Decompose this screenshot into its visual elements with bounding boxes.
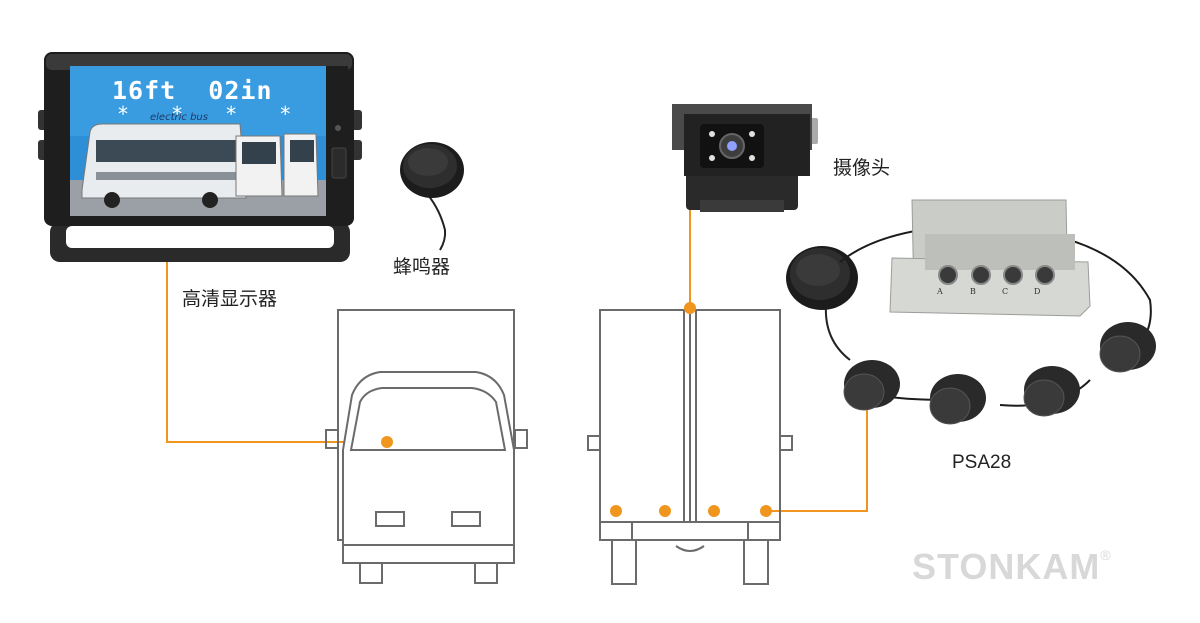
- parking-sensor: [929, 374, 986, 425]
- hd-monitor: [38, 52, 362, 262]
- camera-label: 摄像头: [833, 157, 891, 179]
- buzzer: [400, 142, 464, 251]
- truck-rear: [587, 309, 793, 585]
- buzzer-2: [786, 246, 858, 361]
- wiring: [166, 208, 868, 512]
- port-c-label: C: [1002, 287, 1008, 296]
- monitor-label: 高清显示器: [182, 288, 278, 310]
- box-ports: [938, 265, 1055, 285]
- bus-text: electric bus: [150, 112, 208, 123]
- brand-name: STONKAM: [912, 546, 1101, 587]
- rear-camera: [672, 104, 818, 212]
- parking-sensor: [1023, 366, 1080, 417]
- control-box: [889, 199, 1091, 317]
- parking-sensors: [843, 322, 1156, 425]
- parking-sensor: [1099, 322, 1156, 373]
- brand-logo: STONKAM®: [912, 546, 1112, 588]
- monitor-wire: [166, 258, 387, 443]
- buzzer-label: 蜂鸣器: [393, 256, 451, 278]
- monitor-wire-node: [381, 436, 393, 448]
- distance-readout: 16ft 02in: [112, 76, 273, 105]
- distance-stars: * * * *: [117, 102, 307, 126]
- truck-front: [325, 309, 528, 584]
- port-b-label: B: [970, 287, 976, 296]
- sensor-wire: [766, 410, 868, 512]
- model-label: PSA28: [952, 452, 1012, 473]
- port-a-label: A: [936, 287, 943, 296]
- registered-mark: ®: [1100, 547, 1112, 563]
- port-d-label: D: [1034, 287, 1040, 296]
- rear-sensor-points: [610, 302, 772, 517]
- parking-sensor: [843, 360, 900, 411]
